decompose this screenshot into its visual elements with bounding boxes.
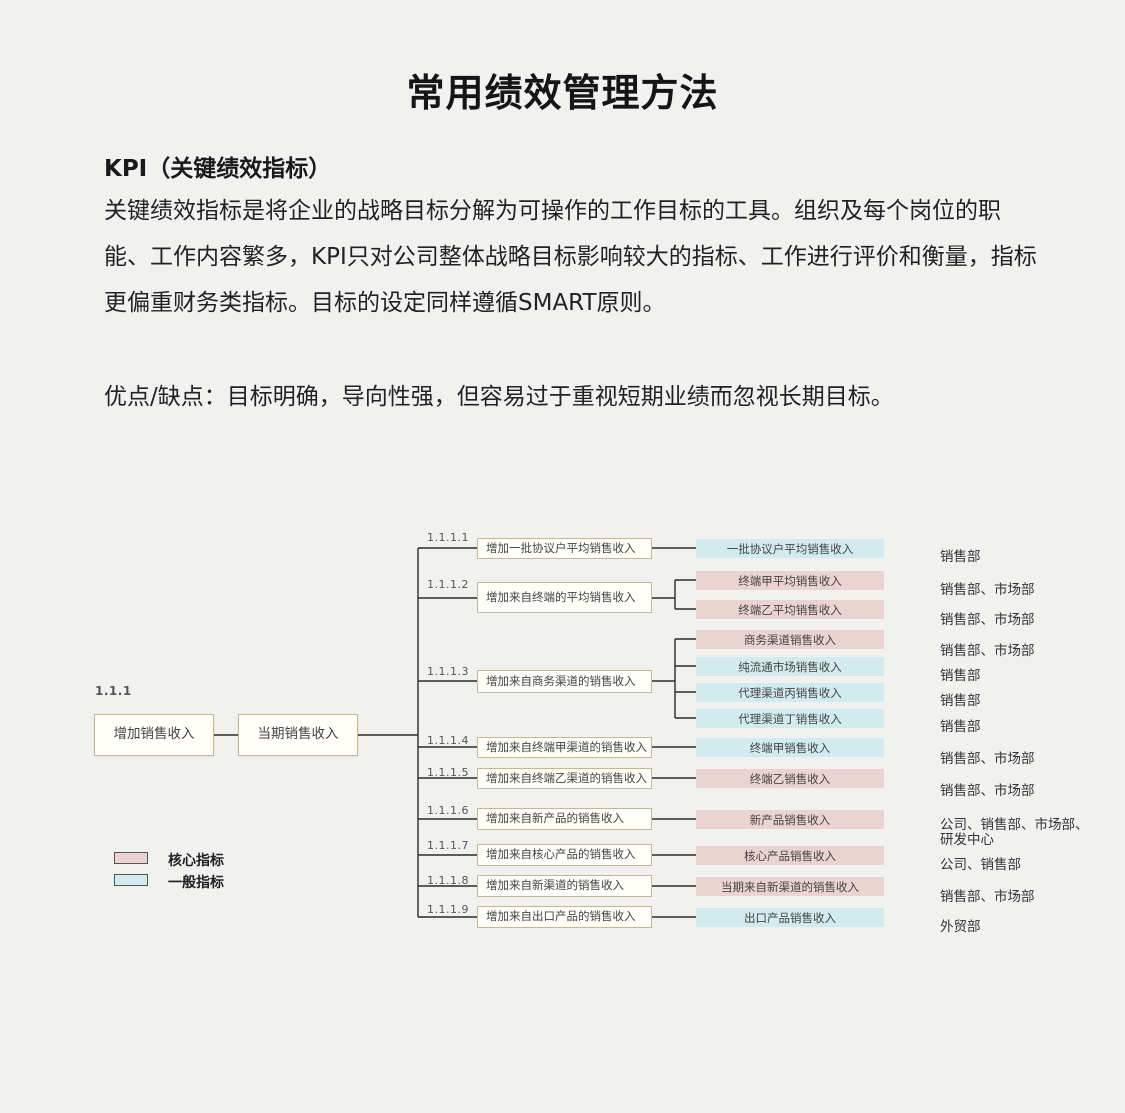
branch-node: 增加来自终端甲渠道的销售收入 xyxy=(477,737,652,758)
indicator-node: 终端乙销售收入 xyxy=(696,769,884,788)
indicator-node: 终端甲平均销售收入 xyxy=(696,571,884,590)
department-label: 销售部、市场部 xyxy=(940,751,1035,767)
indicator-node: 一批协议户平均销售收入 xyxy=(696,539,884,558)
branch-code: 1.1.1.6 xyxy=(427,804,469,817)
department-label: 销售部 xyxy=(940,693,981,709)
root-code: 1.1.1 xyxy=(95,684,132,698)
branch-code: 1.1.1.1 xyxy=(427,531,469,544)
department-label: 公司、销售部 xyxy=(940,857,1021,873)
department-label: 销售部、市场部 xyxy=(940,783,1035,799)
indicator-node: 终端甲销售收入 xyxy=(696,738,884,757)
indicator-node: 代理渠道丙销售收入 xyxy=(696,683,884,702)
indicator-node: 终端乙平均销售收入 xyxy=(696,600,884,619)
indicator-node: 当期来自新渠道的销售收入 xyxy=(696,877,884,896)
branch-node: 增加来自终端乙渠道的销售收入 xyxy=(477,768,652,789)
legend-core-swatch xyxy=(114,852,148,864)
section-heading: KPI（关键绩效指标） xyxy=(104,156,332,182)
department-label: 销售部 xyxy=(940,668,981,684)
department-label: 销售部 xyxy=(940,549,981,565)
indicator-node: 出口产品销售收入 xyxy=(696,908,884,927)
branch-code: 1.1.1.2 xyxy=(427,578,469,591)
indicator-node: 纯流通市场销售收入 xyxy=(696,657,884,676)
root-node: 增加销售收入 xyxy=(94,714,214,756)
kpi-description: 关键绩效指标是将企业的战略目标分解为可操作的工作目标的工具。组织及每个岗位的职能… xyxy=(104,198,1037,316)
branch-node: 增加一批协议户平均销售收入 xyxy=(477,538,652,559)
legend-core-label: 核心指标 xyxy=(168,853,224,869)
branch-node: 增加来自核心产品的销售收入 xyxy=(477,844,652,866)
legend-general-swatch xyxy=(114,874,148,886)
department-label: 销售部、市场部 xyxy=(940,889,1035,905)
branch-code: 1.1.1.3 xyxy=(427,665,469,678)
branch-code: 1.1.1.9 xyxy=(427,903,469,916)
branch-code: 1.1.1.8 xyxy=(427,874,469,887)
department-label: 公司、销售部、市场部、研发中心 xyxy=(940,817,1089,848)
branch-node: 增加来自出口产品的销售收入 xyxy=(477,906,652,928)
branch-code: 1.1.1.5 xyxy=(427,766,469,779)
department-label: 销售部、市场部 xyxy=(940,582,1035,598)
branch-node: 增加来自终端的平均销售收入 xyxy=(477,582,652,613)
indicator-node: 核心产品销售收入 xyxy=(696,846,884,865)
pros-cons-text: 优点/缺点：目标明确，导向性强，但容易过于重视短期业绩而忽视长期目标。 xyxy=(104,384,894,410)
branch-node: 增加来自新产品的销售收入 xyxy=(477,808,652,830)
branch-node: 增加来自商务渠道的销售收入 xyxy=(477,670,652,693)
department-label: 销售部、市场部 xyxy=(940,643,1035,659)
page-title: 常用绩效管理方法 xyxy=(406,71,719,115)
indicator-node: 商务渠道销售收入 xyxy=(696,630,884,649)
department-label: 销售部、市场部 xyxy=(940,612,1035,628)
indicator-node: 代理渠道丁销售收入 xyxy=(696,709,884,728)
indicator-node: 新产品销售收入 xyxy=(696,810,884,829)
branch-code: 1.1.1.7 xyxy=(427,839,469,852)
department-label: 外贸部 xyxy=(940,919,981,935)
branch-code: 1.1.1.4 xyxy=(427,734,469,747)
second-node: 当期销售收入 xyxy=(238,714,358,756)
department-label: 销售部 xyxy=(940,719,981,735)
branch-node: 增加来自新渠道的销售收入 xyxy=(477,875,652,897)
legend-general-label: 一般指标 xyxy=(168,875,224,891)
